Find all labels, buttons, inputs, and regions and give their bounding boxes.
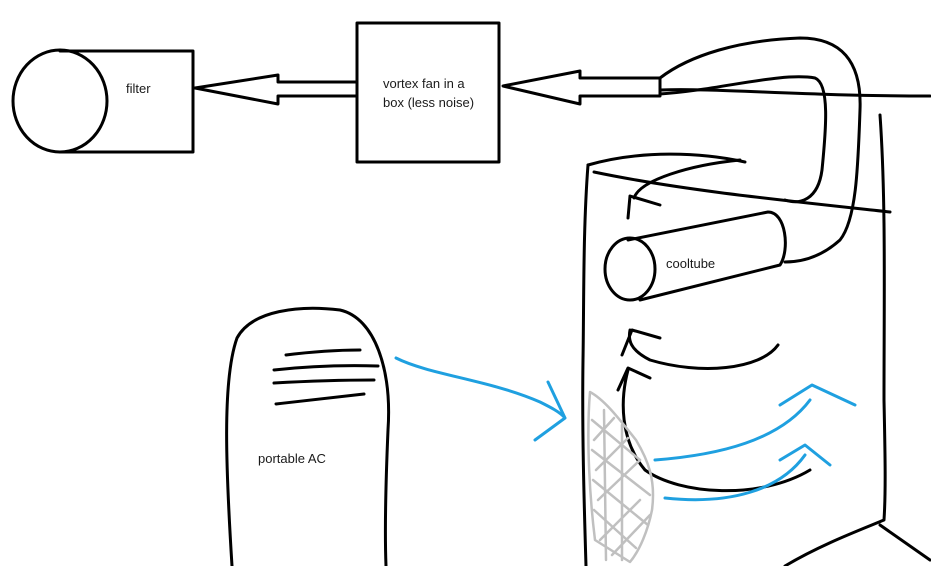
ac-vent-line-2 [272, 364, 380, 372]
mesh-cross-3 [591, 478, 650, 527]
cooltube-body [626, 210, 787, 302]
portable-ac-node: portable AC [225, 306, 391, 568]
airflow-arrow-middle [620, 328, 780, 370]
filter-node: filter [11, 48, 195, 154]
vortex-fan-label-line1: vortex fan in a [383, 76, 465, 91]
vortex-fan-label-line2: box (less noise) [383, 95, 474, 110]
case-right-edge [783, 113, 887, 568]
duct-top-line [658, 88, 931, 98]
case-top-diagonal [592, 170, 892, 214]
mesh-cross-5 [592, 416, 642, 542]
computer-case [581, 113, 931, 568]
cooltube-label: cooltube [666, 256, 715, 271]
portable-ac-body [225, 306, 391, 568]
ac-vent-line-4 [274, 392, 366, 406]
filter-body [58, 49, 195, 154]
filter-label: filter [126, 81, 151, 96]
intake-mesh [587, 390, 655, 564]
arrow-duct-to-fan [501, 69, 662, 106]
ac-vent-line-1 [284, 348, 362, 357]
case-left-edge [581, 163, 590, 568]
cold-air-arrow-ac-to-case [394, 356, 567, 442]
mesh-cross-4 [592, 508, 638, 550]
exhaust-duct-inner [658, 75, 828, 204]
mesh-cross-1 [590, 418, 642, 462]
airflow-arrow-top [626, 158, 742, 220]
vortex-fan-node: vortex fan in a box (less noise) [355, 21, 501, 164]
vortex-fan-box [355, 21, 501, 164]
mesh-outline [587, 390, 655, 564]
ac-vent-line-3 [272, 378, 376, 385]
case-top-edge [586, 152, 747, 167]
mesh-cross-6 [602, 408, 652, 562]
exhaust-duct-outer [658, 36, 862, 264]
cold-air-arrow-inner-lower [663, 443, 832, 502]
cooltube-end-cap [603, 236, 657, 302]
portable-ac-label: portable AC [258, 451, 326, 466]
airflow-arrow-lower [616, 366, 812, 493]
cooltube-node: cooltube [603, 210, 787, 302]
case-base-right [878, 523, 931, 562]
cold-air-arrow-inner-upper [653, 383, 857, 462]
filter-end-cap [11, 48, 109, 154]
arrow-fan-to-filter [193, 73, 359, 106]
